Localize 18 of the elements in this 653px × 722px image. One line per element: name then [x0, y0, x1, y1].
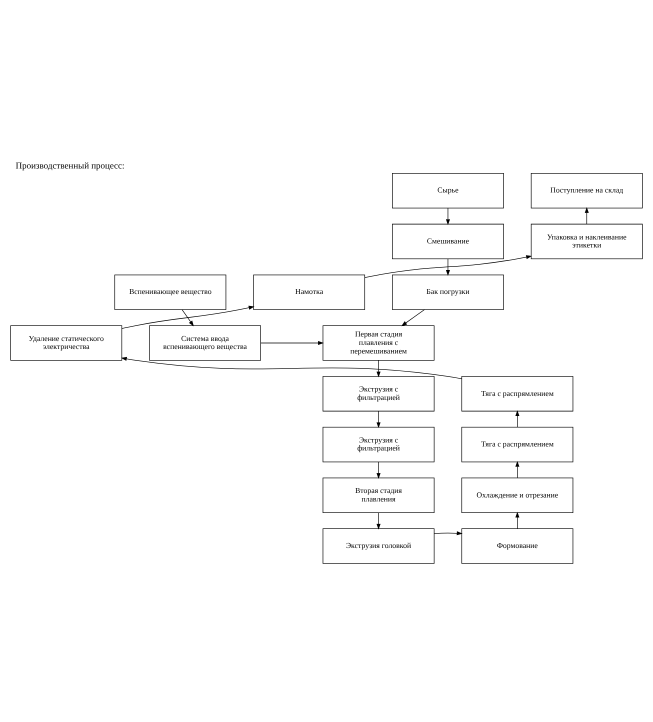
arrow — [584, 207, 589, 224]
arrow — [376, 462, 381, 479]
arrow — [401, 309, 425, 326]
arrow — [376, 360, 381, 378]
arrow — [260, 340, 324, 346]
arrow — [446, 258, 450, 276]
arrow — [434, 531, 463, 536]
diagram-title: Производственный процесс: — [16, 160, 125, 170]
arrow — [376, 410, 381, 428]
arrow — [515, 512, 520, 530]
arrow — [122, 306, 254, 329]
arrow — [376, 512, 381, 530]
arrow — [364, 255, 532, 278]
arrow — [446, 208, 450, 226]
arrow — [515, 460, 520, 478]
arrow — [120, 356, 462, 380]
arrow — [515, 410, 520, 428]
arrow — [182, 309, 194, 326]
